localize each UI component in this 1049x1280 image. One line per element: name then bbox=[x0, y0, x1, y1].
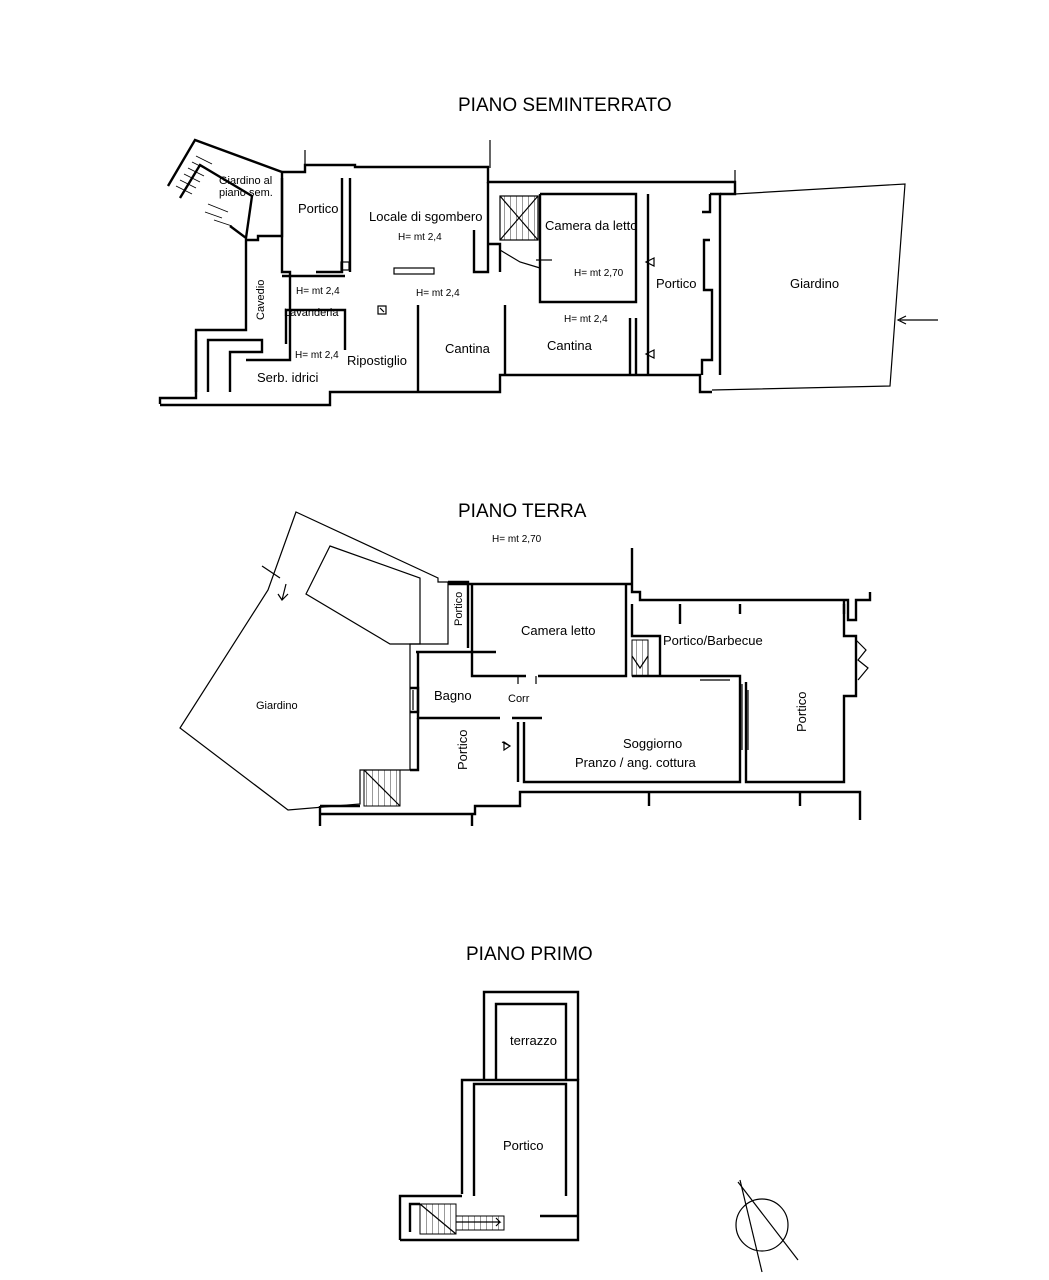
label-locale-h: H= mt 2,4 bbox=[398, 232, 442, 243]
label-camera-da-letto: Camera da letto bbox=[545, 218, 638, 233]
stair-primo bbox=[419, 1203, 505, 1235]
plan-terra: PIANO TERRA H= mt 2,70 bbox=[179, 501, 872, 826]
label-portico-terra-2: Portico bbox=[455, 730, 470, 770]
label-terrazzo: terrazzo bbox=[510, 1033, 557, 1048]
label-portico-barbecue: Portico/Barbecue bbox=[663, 633, 763, 648]
label-locale-sgombero: Locale di sgombero bbox=[369, 209, 482, 224]
primo-title: PIANO PRIMO bbox=[466, 944, 593, 965]
label-cantina-2: Cantina bbox=[547, 338, 593, 353]
label-camera-letto: Camera letto bbox=[521, 623, 595, 638]
label-portico-primo: Portico bbox=[503, 1138, 543, 1153]
label-pranzo: Pranzo / ang. cottura bbox=[575, 755, 696, 770]
label-lavanderia: Lavanderia bbox=[284, 307, 339, 319]
stair-terra-center bbox=[631, 639, 649, 677]
label-giardino-terra: Giardino bbox=[256, 700, 298, 712]
label-giardino-al-1: Giardino al bbox=[219, 175, 272, 187]
label-giardino-al-2: piano sem. bbox=[219, 187, 273, 199]
label-portico-sem-2: Portico bbox=[656, 276, 696, 291]
label-serb-idrici: Serb. idrici bbox=[257, 370, 319, 385]
label-bagno: Bagno bbox=[434, 688, 472, 703]
stair-seminterrato-center bbox=[499, 195, 541, 294]
label-cantina-h: H= mt 2,4 bbox=[564, 314, 608, 325]
label-ripostiglio: Ripostiglio bbox=[347, 353, 407, 368]
label-giardino-sem: Giardino bbox=[790, 276, 839, 291]
label-corr: Corr bbox=[508, 693, 530, 705]
label-center-h: H= mt 2,4 bbox=[416, 288, 460, 299]
terra-height: H= mt 2,70 bbox=[492, 534, 542, 545]
label-portico-terra-3: Portico bbox=[794, 692, 809, 732]
stair-terra-left bbox=[363, 769, 401, 807]
label-camera-h: H= mt 2,70 bbox=[574, 268, 624, 279]
label-portico-terra-1: Portico bbox=[453, 592, 465, 626]
label-lavanderia-h: H= mt 2,4 bbox=[296, 286, 340, 297]
plan-primo: PIANO PRIMO terrazzo Portico bbox=[398, 944, 593, 1242]
label-soggiorno: Soggiorno bbox=[623, 736, 682, 751]
label-ripostiglio-h: H= mt 2,4 bbox=[295, 350, 339, 361]
north-arrow-icon bbox=[735, 1179, 799, 1273]
terra-title: PIANO TERRA bbox=[458, 501, 587, 522]
label-cantina-1: Cantina bbox=[445, 341, 491, 356]
stair-seminterrato-left bbox=[166, 138, 283, 241]
seminterrato-title: PIANO SEMINTERRATO bbox=[458, 95, 672, 116]
plan-seminterrato: PIANO SEMINTERRATO bbox=[158, 95, 938, 407]
label-cavedio: Cavedio bbox=[255, 280, 267, 320]
label-portico-sem-1: Portico bbox=[298, 201, 338, 216]
